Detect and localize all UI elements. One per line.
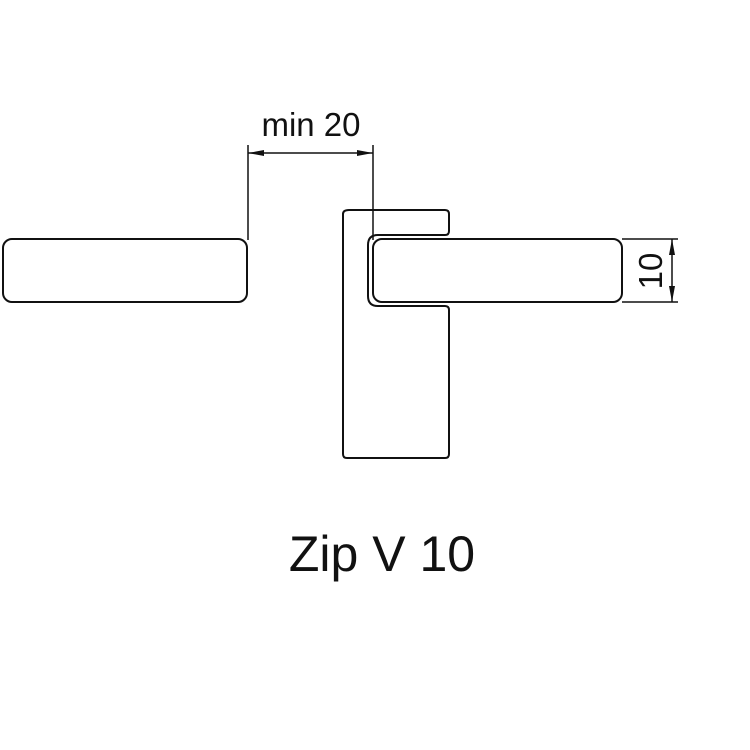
right-glass-shelf <box>372 238 623 303</box>
thickness-dimension: 10 <box>622 238 678 303</box>
arrow-up-icon <box>669 239 675 255</box>
thickness-dimension-label: 10 <box>632 253 669 290</box>
zip-bracket <box>342 209 450 459</box>
arrow-left-icon <box>248 150 264 156</box>
left-glass-shelf <box>2 238 248 303</box>
arrow-down-icon <box>669 286 675 302</box>
arrow-right-icon <box>357 150 373 156</box>
gap-dimension: min 20 <box>247 106 374 240</box>
gap-dimension-label: min 20 <box>261 106 360 143</box>
product-title: Zip V 10 <box>289 526 475 582</box>
